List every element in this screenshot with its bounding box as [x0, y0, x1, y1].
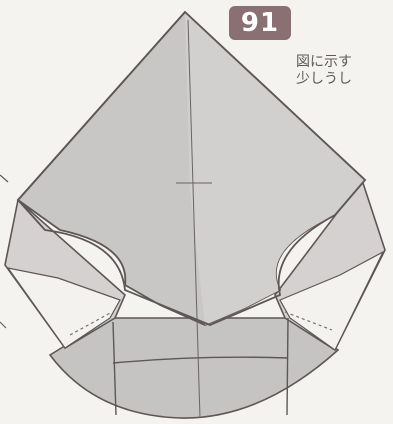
body-fan — [48, 317, 340, 419]
head-outline — [16, 10, 367, 326]
dashed-fold-left — [69, 311, 113, 336]
body-horizontal-fold — [112, 356, 289, 364]
left-edge-mark-lower — [0, 321, 7, 329]
body-fold-right — [286, 317, 289, 416]
center-crease — [187, 19, 201, 419]
body-fold-left — [112, 321, 117, 416]
left-edge-mark — [0, 174, 9, 183]
instruction-line-2: 少しうし — [296, 71, 352, 87]
right-wing-inset — [279, 250, 385, 351]
step-number-badge: 91 — [229, 6, 291, 40]
instruction-line-1: 図に示す — [296, 54, 352, 70]
dashed-fold-right — [284, 311, 333, 331]
left-wing-inset — [6, 267, 121, 349]
head-right-face — [185, 12, 365, 325]
lower-body-shape — [22, 385, 378, 424]
instruction-text: 図に示す 少しうし — [296, 54, 393, 88]
